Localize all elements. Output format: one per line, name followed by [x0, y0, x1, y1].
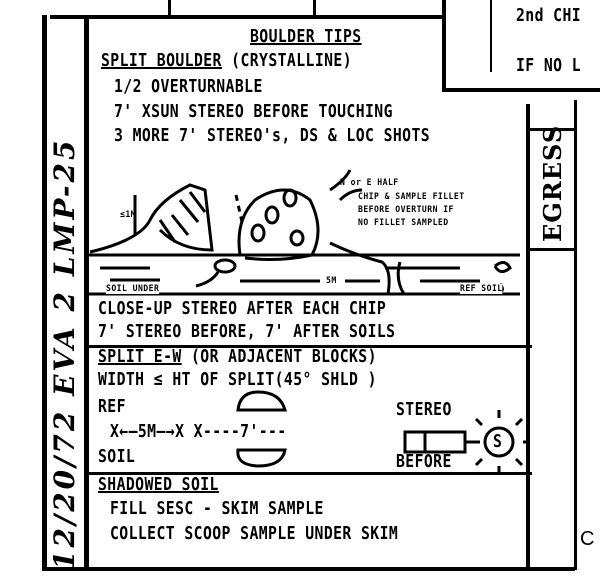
split-ew-heading: SPLIT E-W (OR ADJACENT BLOCKS): [98, 347, 377, 367]
soil-label: SOIL: [98, 446, 136, 467]
top-right-line-1: 2nd CHI: [516, 5, 582, 26]
after-line: 7' STEREO BEFORE, 7' AFTER SOILS: [98, 321, 396, 342]
frame-bottom: [42, 567, 575, 571]
shadowed-soil-heading: SHADOWED SOIL: [98, 474, 219, 495]
corner-letter: C: [580, 528, 595, 550]
stereo-label: STEREO: [396, 399, 452, 420]
tip-line: 3 MORE 7' STEREO's, DS & LOC SHOTS: [114, 125, 431, 146]
sketch-label-soil-under: SOIL UNDER: [106, 284, 160, 294]
section-title: BOULDER TIPS: [250, 26, 362, 47]
frame-top: [50, 15, 445, 19]
top-tab-left: [168, 0, 171, 16]
sketch-label-distance: 5M: [326, 276, 337, 286]
divider-split-ew: [88, 345, 532, 348]
sketch-note-3: NO FILLET SAMPLED: [358, 218, 449, 228]
sketch-label-ref-soil: REF SOIL: [460, 284, 503, 294]
sketch-label-half: N or E HALF: [340, 178, 399, 188]
split-boulder-suffix: (CRYSTALLINE): [221, 50, 353, 71]
tip-line: 7' XSUN STEREO BEFORE TOUCHING: [114, 101, 393, 122]
before-label: BEFORE: [396, 451, 452, 472]
tip-line: 1/2 OVERTURNABLE: [114, 76, 263, 97]
top-right-box-left: [442, 0, 446, 92]
top-tab-right: [313, 0, 316, 16]
distance-line: X←—5M—→X X----7'---: [110, 421, 287, 442]
split-boulder-heading: SPLIT BOULDER (CRYSTALLINE): [101, 51, 352, 71]
split-ew-label: SPLIT E-W: [98, 346, 182, 367]
frame-left-outer: [42, 15, 47, 571]
top-right-divider: [490, 0, 492, 72]
side-tab-top: [528, 128, 576, 131]
ref-label: REF: [98, 396, 126, 417]
frame-left-inner: [84, 18, 89, 570]
shadowed-line: COLLECT SCOOP SAMPLE UNDER SKIM: [110, 523, 399, 544]
divider-shadowed-soil: [88, 472, 532, 475]
split-boulder-label: SPLIT BOULDER: [101, 50, 222, 71]
sketch-note-1: CHIP & SAMPLE FILLET: [358, 192, 465, 202]
side-tab-bottom: [528, 248, 576, 251]
shadowed-line: FILL SESC - SKIM SAMPLE: [110, 498, 324, 519]
split-ew-suffix: (OR ADJACENT BLOCKS): [181, 346, 377, 367]
sketch-note-2: BEFORE OVERTURN IF: [358, 205, 454, 215]
after-line: CLOSE-UP STEREO AFTER EACH CHIP: [98, 298, 387, 319]
width-line: WIDTH ≤ HT OF SPLIT(45° SHLD ): [98, 369, 377, 390]
main-box-right: [526, 104, 530, 570]
sun-icon: S: [493, 431, 503, 452]
sketch-label-height: ≤1M: [120, 210, 136, 220]
side-col-right: [574, 100, 577, 570]
top-right-line-2: IF NO L: [516, 55, 582, 76]
top-right-box-bottom: [442, 88, 600, 92]
